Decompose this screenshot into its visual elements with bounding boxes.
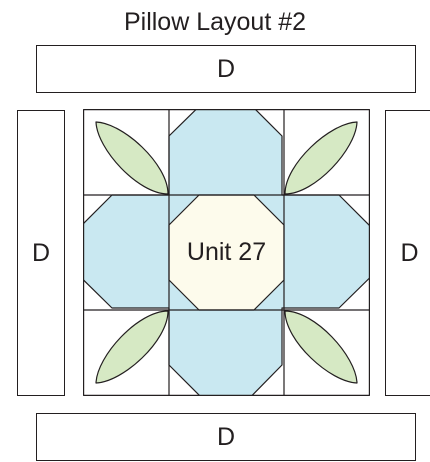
strip-label-left: D (31, 238, 51, 267)
strip-label-right: D (400, 238, 419, 267)
leaf-bottom-right (284, 310, 358, 384)
strip-label-top: D (216, 54, 236, 83)
block-outer-border (83, 109, 370, 396)
center-octagon (168, 194, 285, 311)
diagram-title: Pillow Layout #2 (123, 8, 307, 36)
border-strip-left: D (17, 110, 65, 396)
leaf-bottom-left (95, 310, 169, 384)
quilt-block-unit-27 (83, 109, 370, 396)
strip-label-bottom: D (216, 422, 236, 451)
quilt-block-drawing (83, 109, 370, 396)
leaf-top-left (95, 121, 169, 195)
border-strip-bottom: D (36, 413, 416, 461)
border-strip-top: D (36, 45, 416, 93)
block-grid-lines (83, 109, 370, 396)
border-strip-right: D (385, 110, 430, 396)
leaf-top-right (284, 121, 358, 195)
